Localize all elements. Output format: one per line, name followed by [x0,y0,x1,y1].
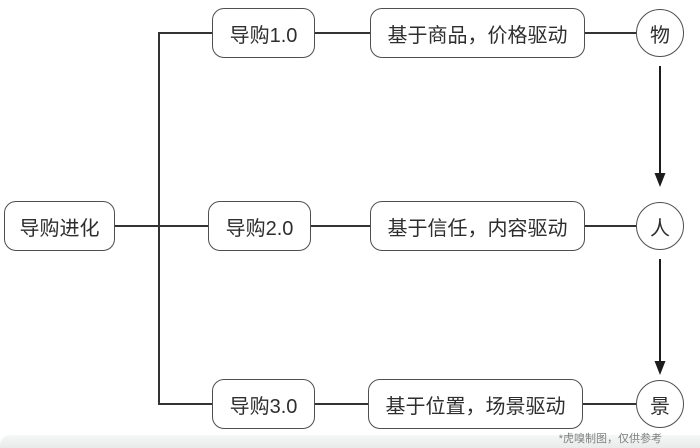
stage1-label: 导购1.0 [229,24,298,47]
node3-circle: 景 [636,380,684,428]
stage2-box: 导购2.0 [208,201,311,251]
bottom-band [0,435,700,448]
root-box: 导购进化 [4,201,115,251]
stage3-box: 导购3.0 [212,379,315,429]
desc3-box: 基于位置，场景驱动 [368,379,583,429]
arrow-node1-to-node2 [654,66,666,187]
desc1-box: 基于商品，价格驱动 [370,8,585,58]
desc1-label: 基于商品，价格驱动 [387,24,568,47]
stage1-box: 导购1.0 [212,8,315,58]
stage2-label: 导购2.0 [225,217,294,240]
node2-label: 人 [650,217,670,240]
node1-circle: 物 [636,9,684,57]
root-label: 导购进化 [19,217,100,240]
footnote: *虎嗅制图，仅供参考 [558,433,662,445]
node3-label: 景 [650,395,670,418]
node1-label: 物 [650,24,670,47]
arrow-down-icon [654,361,666,375]
stage3-label: 导购3.0 [229,395,298,418]
desc3-label: 基于位置，场景驱动 [385,395,566,418]
desc2-box: 基于信任，内容驱动 [370,201,585,251]
arrow-node2-to-node3 [654,259,666,375]
node2-circle: 人 [636,202,684,250]
desc2-label: 基于信任，内容驱动 [387,217,568,240]
arrow-down-icon [654,173,666,187]
